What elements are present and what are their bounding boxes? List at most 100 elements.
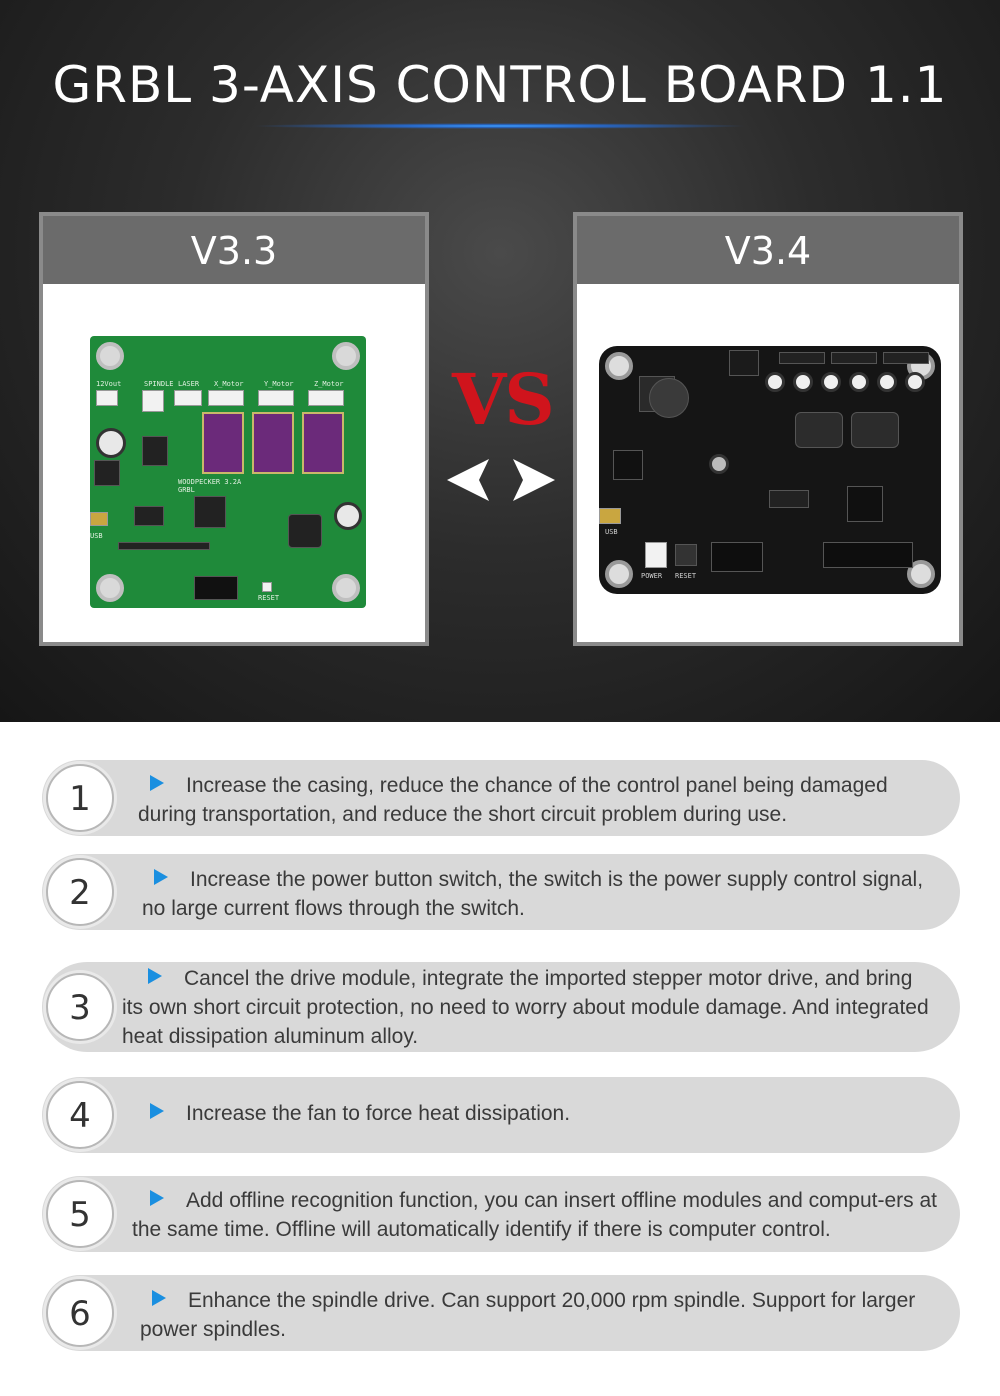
reset-button bbox=[675, 544, 697, 566]
feature-description: Enhance the spindle drive. Can support 2… bbox=[140, 1289, 916, 1341]
feature-description: Add offline recognition function, you ca… bbox=[132, 1189, 938, 1241]
inductor bbox=[649, 378, 689, 418]
bullet-arrow-icon bbox=[150, 775, 164, 791]
feature-number: 1 bbox=[46, 764, 114, 832]
heatsink bbox=[851, 412, 899, 448]
board-text: USB bbox=[605, 528, 618, 536]
pin-header bbox=[118, 542, 210, 550]
power-switch bbox=[645, 542, 667, 568]
vs-label: VS bbox=[452, 358, 555, 441]
capacitor bbox=[877, 372, 897, 392]
connector bbox=[142, 390, 164, 412]
feature-description: Increase the fan to force heat dissipati… bbox=[186, 1102, 571, 1125]
board-text: 12Vout bbox=[96, 380, 122, 388]
mount-hole bbox=[96, 574, 124, 602]
ic-chip bbox=[769, 490, 809, 508]
feature-text: Increase the fan to force heat dissipati… bbox=[138, 1099, 930, 1128]
inductor bbox=[288, 514, 322, 548]
board-text: SPINDLE bbox=[144, 380, 174, 388]
board-text: GRBL bbox=[178, 486, 195, 494]
feature-item-3: 3 Cancel the drive module, integrate the… bbox=[42, 962, 960, 1052]
board-text: Y_Motor bbox=[264, 380, 294, 388]
board-text: X_Motor bbox=[214, 380, 244, 388]
board-text: RESET bbox=[675, 572, 697, 580]
board-text: Z_Motor bbox=[314, 380, 344, 388]
feature-item-5: 5 Add offline recognition function, you … bbox=[42, 1176, 960, 1252]
bullet-arrow-icon bbox=[152, 1290, 166, 1306]
capacitor bbox=[905, 372, 925, 392]
capacitor bbox=[765, 372, 785, 392]
board-image-v33: 12Vout SPINDLE LASER X_Motor Y_Motor Z_M… bbox=[90, 336, 366, 608]
mount-hole bbox=[332, 574, 360, 602]
stepper-driver-chip bbox=[202, 412, 244, 474]
reset-button bbox=[262, 582, 272, 592]
box-header bbox=[194, 576, 238, 600]
pin-header bbox=[823, 542, 913, 568]
feature-number: 4 bbox=[46, 1081, 114, 1149]
ic-chip bbox=[134, 506, 164, 526]
capacitor bbox=[849, 372, 869, 392]
version-panel-v33: V3.3 12Vout SPINDLE LASER X_Motor Y_Moto… bbox=[39, 212, 429, 646]
version-label: V3.4 bbox=[577, 216, 959, 284]
board-text: LASER bbox=[178, 380, 200, 388]
feature-item-4: 4 Increase the fan to force heat dissipa… bbox=[42, 1077, 960, 1153]
connector bbox=[174, 390, 202, 406]
feature-number: 3 bbox=[46, 973, 114, 1041]
feature-number: 6 bbox=[46, 1279, 114, 1347]
board-text: USB bbox=[90, 532, 103, 540]
feature-text: Add offline recognition function, you ca… bbox=[132, 1186, 938, 1244]
mount-hole bbox=[332, 342, 360, 370]
stepper-driver-chip bbox=[302, 412, 344, 474]
connector bbox=[308, 390, 344, 406]
connector bbox=[258, 390, 294, 406]
box-header bbox=[711, 542, 763, 572]
bullet-arrow-icon bbox=[150, 1103, 164, 1119]
power-jack bbox=[613, 450, 643, 480]
regulator bbox=[142, 436, 168, 466]
capacitor bbox=[709, 454, 729, 474]
mount-hole bbox=[605, 560, 633, 588]
version-panel-v34: V3.4 USB P bbox=[573, 212, 963, 646]
motor-connector bbox=[883, 352, 929, 364]
feature-item-1: 1 Increase the casing, reduce the chance… bbox=[42, 760, 960, 836]
capacitor bbox=[793, 372, 813, 392]
feature-text: Increase the casing, reduce the chance o… bbox=[138, 771, 930, 829]
usb-port bbox=[90, 512, 108, 526]
power-jack bbox=[94, 460, 120, 486]
feature-description: Increase the casing, reduce the chance o… bbox=[138, 774, 888, 826]
motor-connector bbox=[779, 352, 825, 364]
bullet-arrow-icon bbox=[154, 869, 168, 885]
page-title: GRBL 3-AXIS CONTROL BOARD 1.1 bbox=[52, 56, 948, 114]
feature-description: Increase the power button switch, the sw… bbox=[142, 868, 924, 920]
stepper-driver-chip bbox=[252, 412, 294, 474]
bullet-arrow-icon bbox=[148, 968, 162, 984]
capacitor bbox=[334, 502, 362, 530]
microcontroller bbox=[847, 486, 883, 522]
feature-text: Cancel the drive module, integrate the i… bbox=[122, 964, 930, 1051]
mount-hole bbox=[605, 352, 633, 380]
feature-number: 5 bbox=[46, 1180, 114, 1248]
feature-item-6: 6 Enhance the spindle drive. Can support… bbox=[42, 1275, 960, 1351]
feature-text: Enhance the spindle drive. Can support 2… bbox=[140, 1286, 930, 1344]
title-glow-underline bbox=[250, 123, 750, 129]
feature-number: 2 bbox=[46, 858, 114, 926]
feature-item-2: 2 Increase the power button switch, the … bbox=[42, 854, 960, 930]
connector bbox=[208, 390, 244, 406]
board-text: WOODPECKER 3.2A bbox=[178, 478, 242, 486]
compare-arrows-icon bbox=[447, 459, 555, 501]
board-image-v34: USB POWER RESET bbox=[599, 346, 941, 594]
board-text: RESET bbox=[258, 594, 280, 602]
hero-banner: GRBL 3-AXIS CONTROL BOARD 1.1 V3.3 12Vou… bbox=[0, 0, 1000, 722]
usb-port bbox=[599, 508, 621, 524]
feature-description: Cancel the drive module, integrate the i… bbox=[122, 967, 929, 1048]
heatsink bbox=[795, 412, 843, 448]
bullet-arrow-icon bbox=[150, 1190, 164, 1206]
board-text: POWER bbox=[641, 572, 663, 580]
capacitor bbox=[96, 428, 126, 458]
fan-connector bbox=[729, 350, 759, 376]
connector bbox=[96, 390, 118, 406]
capacitor bbox=[821, 372, 841, 392]
motor-connector bbox=[831, 352, 877, 364]
version-label: V3.3 bbox=[43, 216, 425, 284]
feature-text: Increase the power button switch, the sw… bbox=[142, 865, 930, 923]
